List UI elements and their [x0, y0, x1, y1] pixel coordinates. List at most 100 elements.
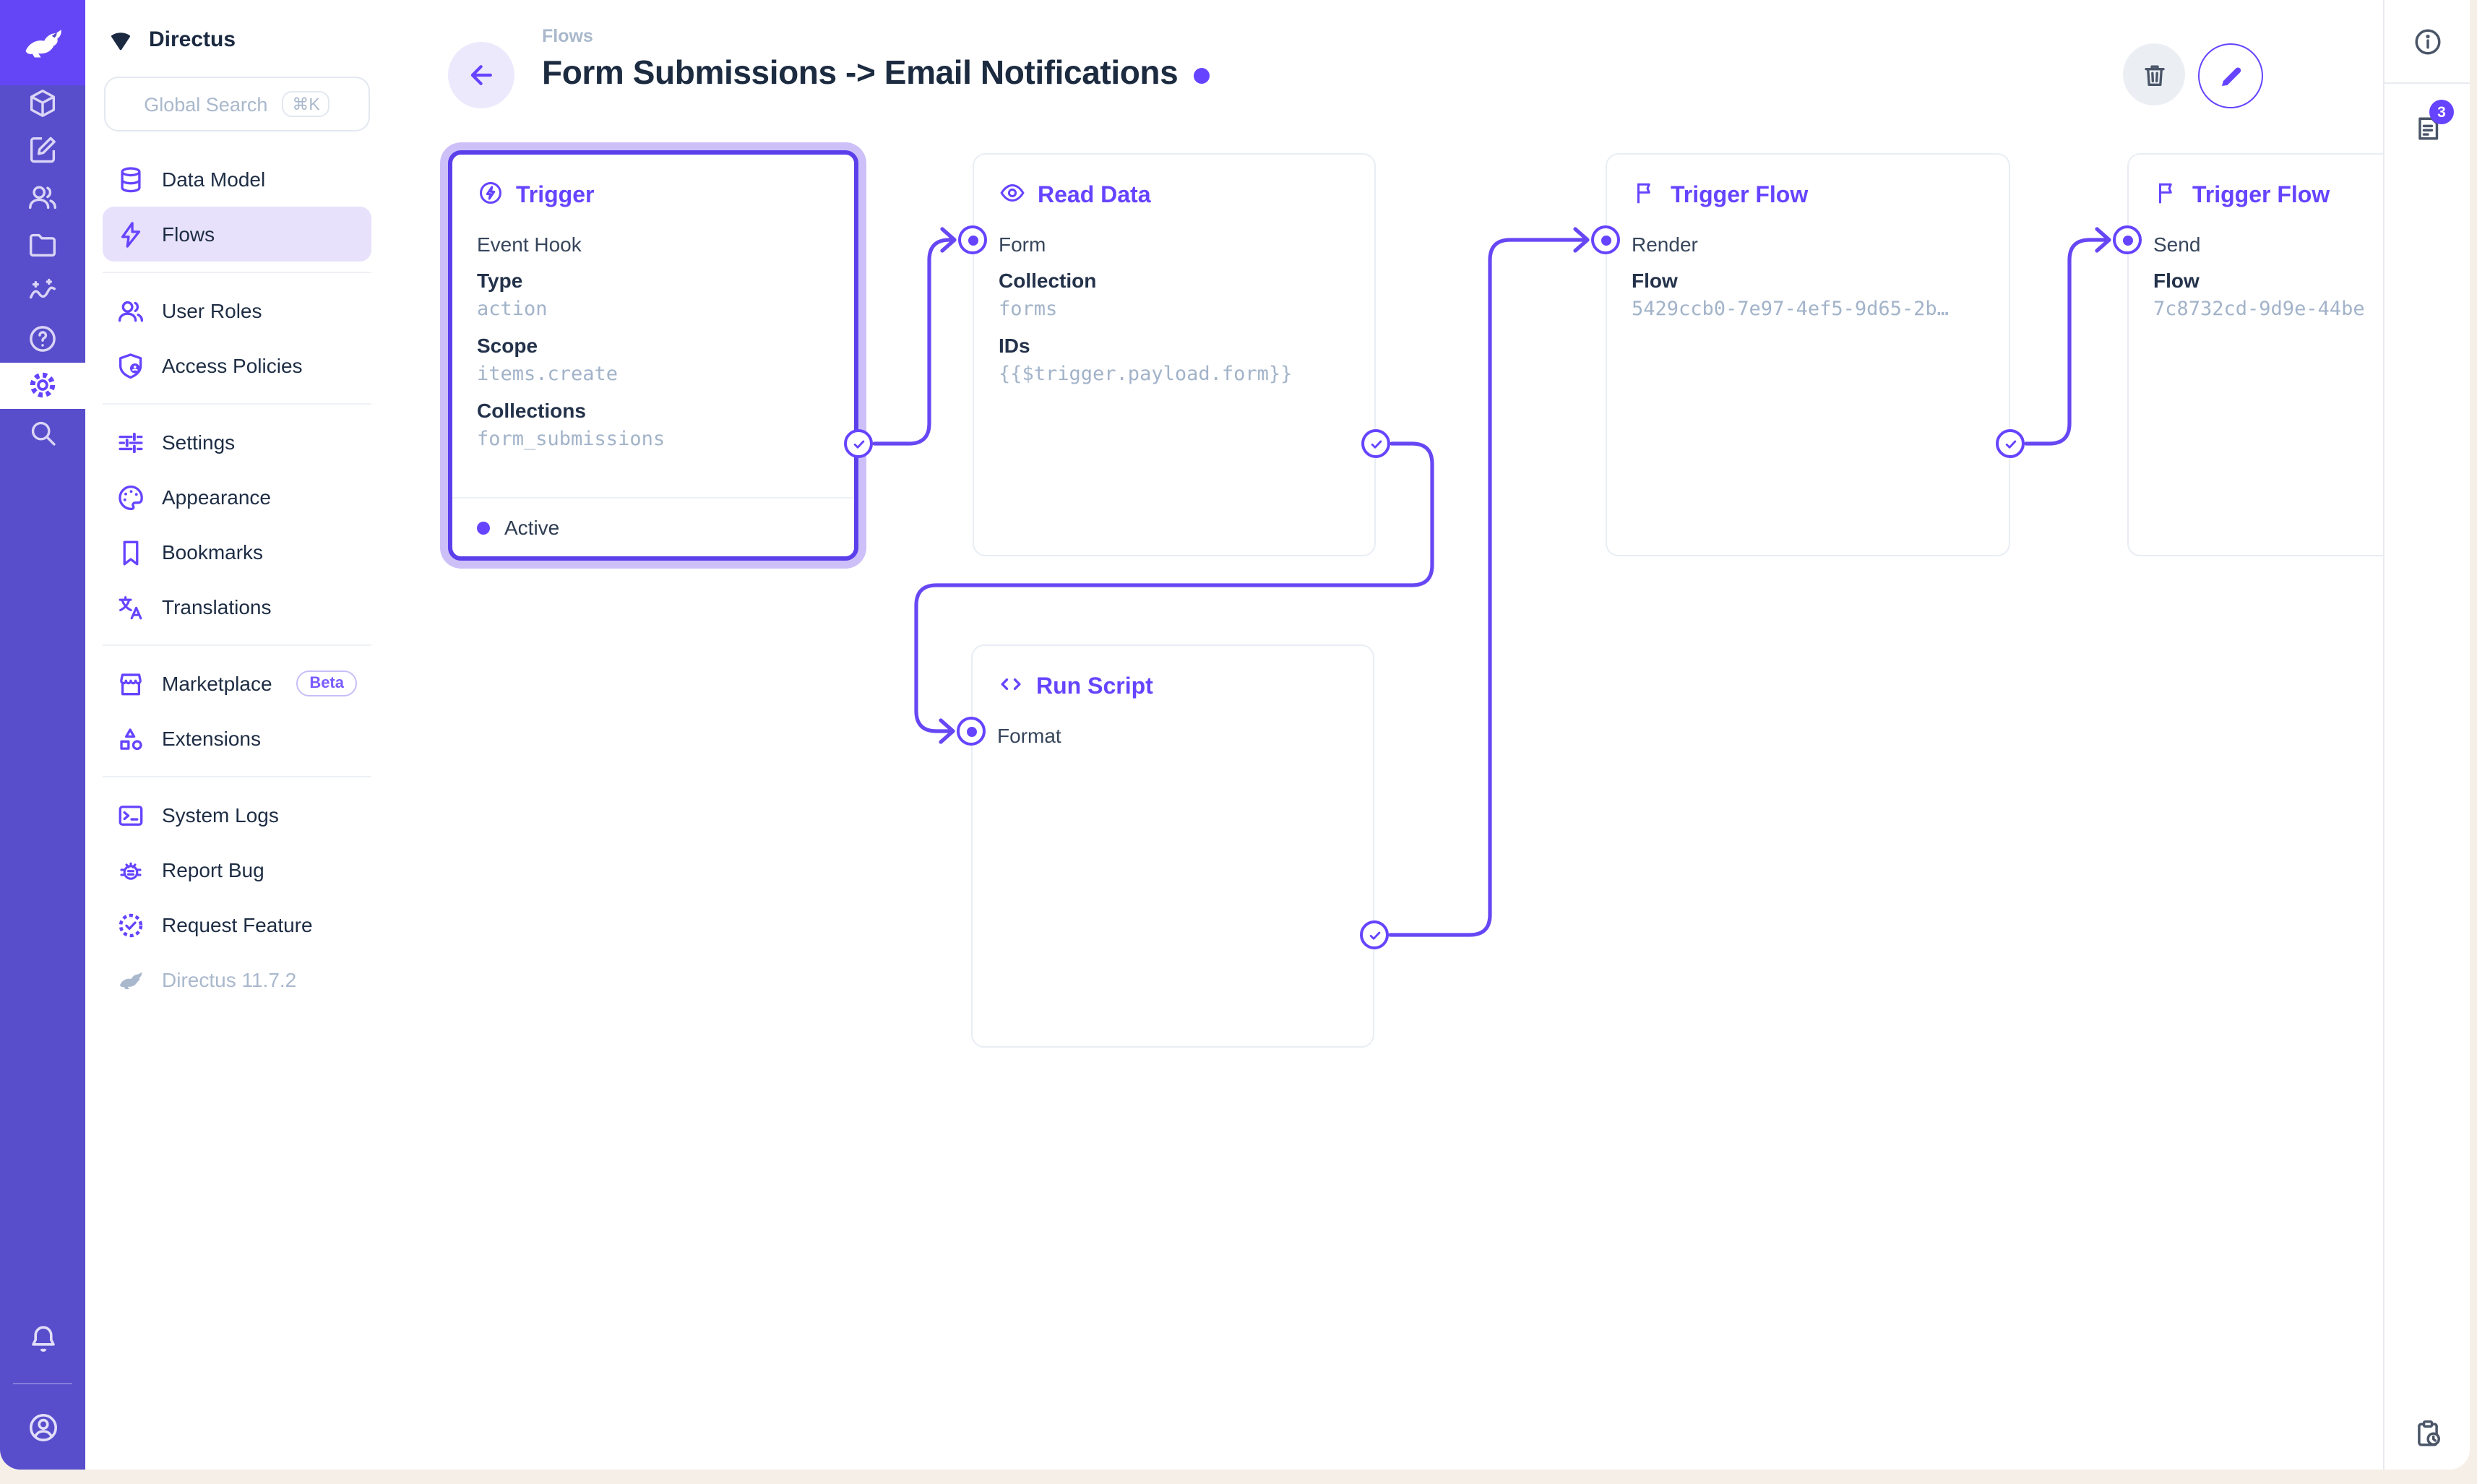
sidebar-item-label: Translations: [162, 595, 272, 618]
sidebar-item-access-policies[interactable]: Access Policies: [103, 338, 371, 393]
beta-badge: Beta: [296, 670, 357, 696]
module-help[interactable]: [0, 315, 85, 362]
node-subtitle: Send: [2153, 233, 2201, 256]
bug-icon: [116, 855, 146, 885]
extension-shapes-icon: [116, 723, 146, 754]
field-label: Flow: [2153, 269, 2200, 292]
bell-icon: [31, 1326, 54, 1352]
delete-flow-button[interactable]: [2123, 43, 2185, 105]
sidebar-item-appearance[interactable]: Appearance: [103, 470, 371, 525]
node-title: Trigger: [516, 184, 595, 208]
flow-node-trigger[interactable]: Trigger Event Hook Type action Scope ite…: [448, 150, 858, 561]
people-icon: [29, 186, 56, 210]
folder-icon: [29, 233, 56, 256]
insights-icon: [29, 279, 56, 299]
field-label: Collections: [477, 399, 586, 422]
field-label: IDs: [999, 334, 1030, 357]
flow-node-run-script[interactable]: Run Script Format: [971, 644, 1374, 1048]
node-subtitle: Form: [999, 233, 1046, 256]
sidebar-item-settings[interactable]: Settings: [103, 415, 371, 470]
module-files[interactable]: [0, 221, 85, 268]
field-value: action: [477, 298, 548, 321]
flow-node-read-data[interactable]: Read Data Form Collection forms IDs {{$t…: [973, 153, 1376, 556]
gear-icon: [30, 373, 56, 398]
connector-out-read-data[interactable]: [1361, 429, 1390, 458]
search-icon: [31, 421, 56, 446]
directus-logo[interactable]: [0, 0, 85, 85]
sidebar-item-marketplace[interactable]: Marketplace Beta: [103, 656, 371, 711]
node-subtitle: Event Hook: [477, 233, 582, 256]
connector-out-run-script[interactable]: [1360, 920, 1389, 949]
module-settings[interactable]: [0, 362, 85, 410]
field-value: 7c8732cd-9d9e-44be: [2153, 298, 2365, 321]
bookmark-icon: [116, 537, 146, 567]
flow-node-trigger-flow-render[interactable]: Trigger Flow Render Flow 5429ccb0-7e97-4…: [1606, 153, 2010, 556]
module-users[interactable]: [0, 173, 85, 220]
sidebar-item-bookmarks[interactable]: Bookmarks: [103, 525, 371, 579]
workspace-header[interactable]: Directus: [85, 0, 389, 53]
sidebar-item-user-roles[interactable]: User Roles: [103, 283, 371, 338]
notifications-button[interactable]: [0, 1315, 85, 1364]
sidebar-item-label: Data Model: [162, 168, 266, 191]
flow-node-trigger-flow-send[interactable]: Trigger Flow Send Flow 7c8732cd-9d9e-44b…: [2127, 153, 2385, 556]
connector-out-trigger[interactable]: [844, 429, 873, 458]
module-bar: [0, 0, 85, 1470]
sidebar-item-data-model[interactable]: Data Model: [103, 152, 371, 207]
sidebar-item-label: Marketplace: [162, 672, 272, 695]
node-subtitle: Format: [997, 724, 1061, 747]
global-search-input[interactable]: Global Search ⌘K: [104, 77, 370, 131]
module-insights[interactable]: [0, 268, 85, 315]
search-placeholder: Global Search: [144, 93, 268, 115]
nav-divider: [103, 403, 371, 405]
sidebar-item-label: Flows: [162, 223, 215, 246]
connector-out-trigger-flow-render[interactable]: [1996, 429, 2025, 458]
back-button[interactable]: [448, 42, 514, 108]
connector-in-trigger-flow-render[interactable]: [1591, 225, 1620, 254]
module-bar-divider: [13, 1383, 72, 1384]
module-search[interactable]: [0, 409, 85, 456]
sidebar-item-system-logs[interactable]: System Logs: [103, 788, 371, 842]
pencil-icon: [2221, 66, 2241, 85]
workspace-fan-icon: [111, 33, 130, 51]
notification-count-badge: 3: [2429, 100, 2454, 124]
field-value: items.create: [477, 363, 619, 386]
terminal-icon: [116, 800, 146, 830]
account-button[interactable]: [0, 1403, 85, 1452]
sidebar-item-label: Extensions: [162, 727, 261, 750]
field-value: forms: [999, 298, 1058, 321]
connector-in-trigger-flow-send[interactable]: [2113, 225, 2142, 254]
sidebar-item-report-bug[interactable]: Report Bug: [103, 842, 371, 897]
page-title: Form Submissions -> Email Notifications: [542, 53, 1179, 91]
logs-drawer-button[interactable]: 3: [2385, 84, 2470, 173]
info-button[interactable]: [2385, 0, 2470, 84]
field-value: {{$trigger.payload.form}}: [999, 363, 1293, 386]
unsaved-dot: [1194, 67, 1210, 83]
node-title: Trigger Flow: [2192, 184, 2330, 208]
connector-in-read-data[interactable]: [958, 225, 987, 254]
workspace-name: Directus: [149, 27, 236, 52]
sidebar-item-flows[interactable]: Flows: [103, 207, 371, 262]
sidebar-item-request-feature[interactable]: Request Feature: [103, 897, 371, 952]
module-content[interactable]: [0, 79, 85, 126]
sliders-icon: [116, 427, 146, 457]
breadcrumb[interactable]: Flows: [542, 26, 593, 46]
search-shortcut-badge: ⌘K: [282, 91, 330, 117]
edit-flow-button[interactable]: [2198, 43, 2263, 108]
connector-in-run-script[interactable]: [957, 717, 986, 746]
flow-canvas[interactable]: Trigger Event Hook Type action Scope ite…: [389, 0, 2385, 1470]
rabbit-logo-icon: [25, 29, 61, 57]
module-editor[interactable]: [0, 126, 85, 173]
rabbit-version-icon: [116, 965, 146, 995]
bolt-icon: [116, 219, 146, 249]
nav-sidebar: Directus Global Search ⌘K Data Model Flo…: [85, 0, 389, 1470]
sidebar-item-translations[interactable]: Translations: [103, 579, 371, 634]
sidebar-item-extensions[interactable]: Extensions: [103, 711, 371, 766]
pending-revisions-button[interactable]: [2385, 1418, 2470, 1449]
arrow-left-icon: [470, 65, 492, 85]
sidebar-item-label: System Logs: [162, 803, 279, 827]
sidebar-item-label: Request Feature: [162, 913, 313, 936]
cube-icon: [30, 89, 56, 117]
sidebar-item-label: Settings: [162, 431, 236, 454]
palette-icon: [116, 482, 146, 512]
